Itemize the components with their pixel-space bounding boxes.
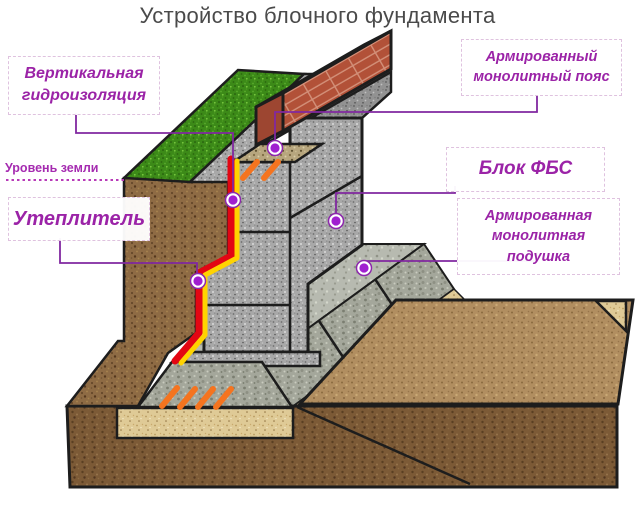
callout-line-waterproofing xyxy=(75,113,234,193)
soil-notch xyxy=(592,299,628,335)
label-reinforced-belt: Армированный монолитный пояс xyxy=(461,39,622,96)
cushion-front-face xyxy=(135,360,295,409)
label-insulation: Утеплитель xyxy=(8,197,150,241)
marker-cushion xyxy=(355,259,373,277)
callout-markers xyxy=(189,139,373,290)
label-reinforced-cushion: Армированная монолитная подушка xyxy=(457,198,620,275)
callout-line-belt xyxy=(274,96,538,141)
sand-layer xyxy=(115,406,295,440)
insulation-hatches xyxy=(159,159,281,410)
label-ground-level: Уровень земли xyxy=(5,161,99,175)
marker-fbs-block xyxy=(327,212,345,230)
marker-waterproofing xyxy=(224,191,242,209)
label-fbs-block: Блок ФБС xyxy=(446,147,605,192)
marker-belt xyxy=(266,139,284,157)
brick-row xyxy=(254,28,393,148)
page-title: Устройство блочного фундамента xyxy=(139,3,496,28)
marker-insulation xyxy=(189,272,207,290)
label-vertical-waterproofing: Вертикальная гидроизоляция xyxy=(8,56,160,115)
callout-line-insulation xyxy=(59,238,198,274)
